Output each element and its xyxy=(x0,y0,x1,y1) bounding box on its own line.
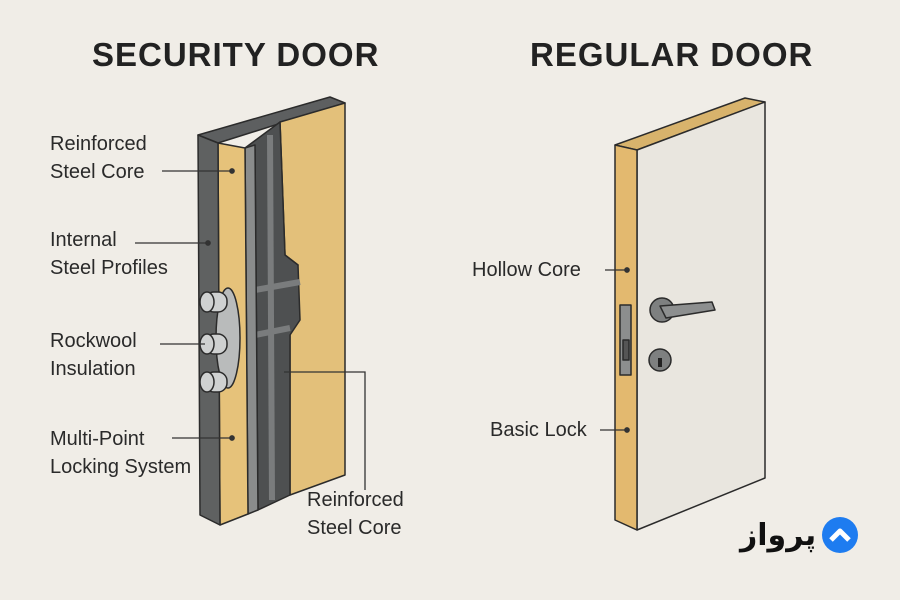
security-door-title: SECURITY DOOR xyxy=(92,36,380,73)
label-reinforced-steel-core-top: Reinforced Steel Core xyxy=(50,133,147,183)
label-rockwool-insulation: Rockwool Insulation xyxy=(50,330,137,380)
chevron-up-logo-icon xyxy=(822,517,859,553)
label-basic-lock: Basic Lock xyxy=(490,419,587,441)
logo-text: پرواز xyxy=(740,518,817,552)
label-reinforced-steel-core-bottom: Reinforced Steel Core xyxy=(307,489,404,539)
brand-logo: پرواز xyxy=(740,517,859,553)
regular-door-illustration xyxy=(614,97,766,531)
regular-door-title: REGULAR DOOR xyxy=(530,36,814,73)
label-multi-point-locking: Multi-Point Locking System xyxy=(50,428,192,478)
label-internal-steel-profiles: Internal Steel Profiles xyxy=(50,229,168,279)
label-hollow-core: Hollow Core xyxy=(472,259,581,281)
regular-leader-lines xyxy=(600,267,630,433)
lock-bolts xyxy=(199,291,228,393)
security-door-illustration xyxy=(197,96,346,526)
security-leader-lines xyxy=(135,168,366,490)
